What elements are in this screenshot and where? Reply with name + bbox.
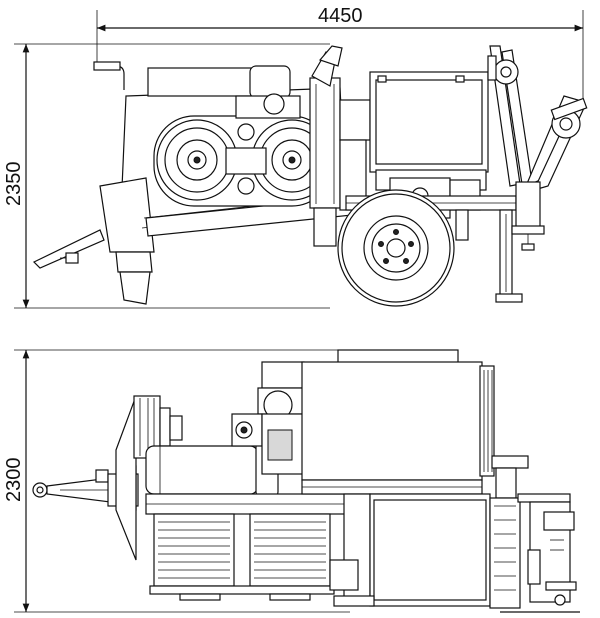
wheel-side	[337, 189, 455, 307]
length-label: 4450	[318, 5, 363, 27]
tow-drawbar-side	[32, 229, 105, 269]
engine-top	[231, 361, 305, 475]
jack-leg-side	[495, 209, 523, 303]
chassis-top	[145, 493, 347, 601]
side-view	[32, 45, 588, 307]
height-side-label: 2350	[3, 162, 25, 207]
lower-cabinet-top	[329, 493, 491, 607]
engine-side	[235, 45, 371, 211]
dimension-width-top: 2300	[3, 349, 350, 613]
muffler-top	[145, 439, 279, 497]
rear-guide-arm-side	[487, 45, 588, 251]
width-top-label: 2300	[3, 458, 25, 503]
rear-guide-top	[489, 455, 580, 613]
front-funnel-top	[115, 395, 183, 561]
bullwheel-panel-side	[153, 115, 333, 207]
dimension-length: 4450	[96, 5, 584, 100]
top-view	[32, 349, 580, 613]
enclosure-top	[301, 349, 495, 495]
dimension-height-side: 2350	[3, 43, 330, 309]
